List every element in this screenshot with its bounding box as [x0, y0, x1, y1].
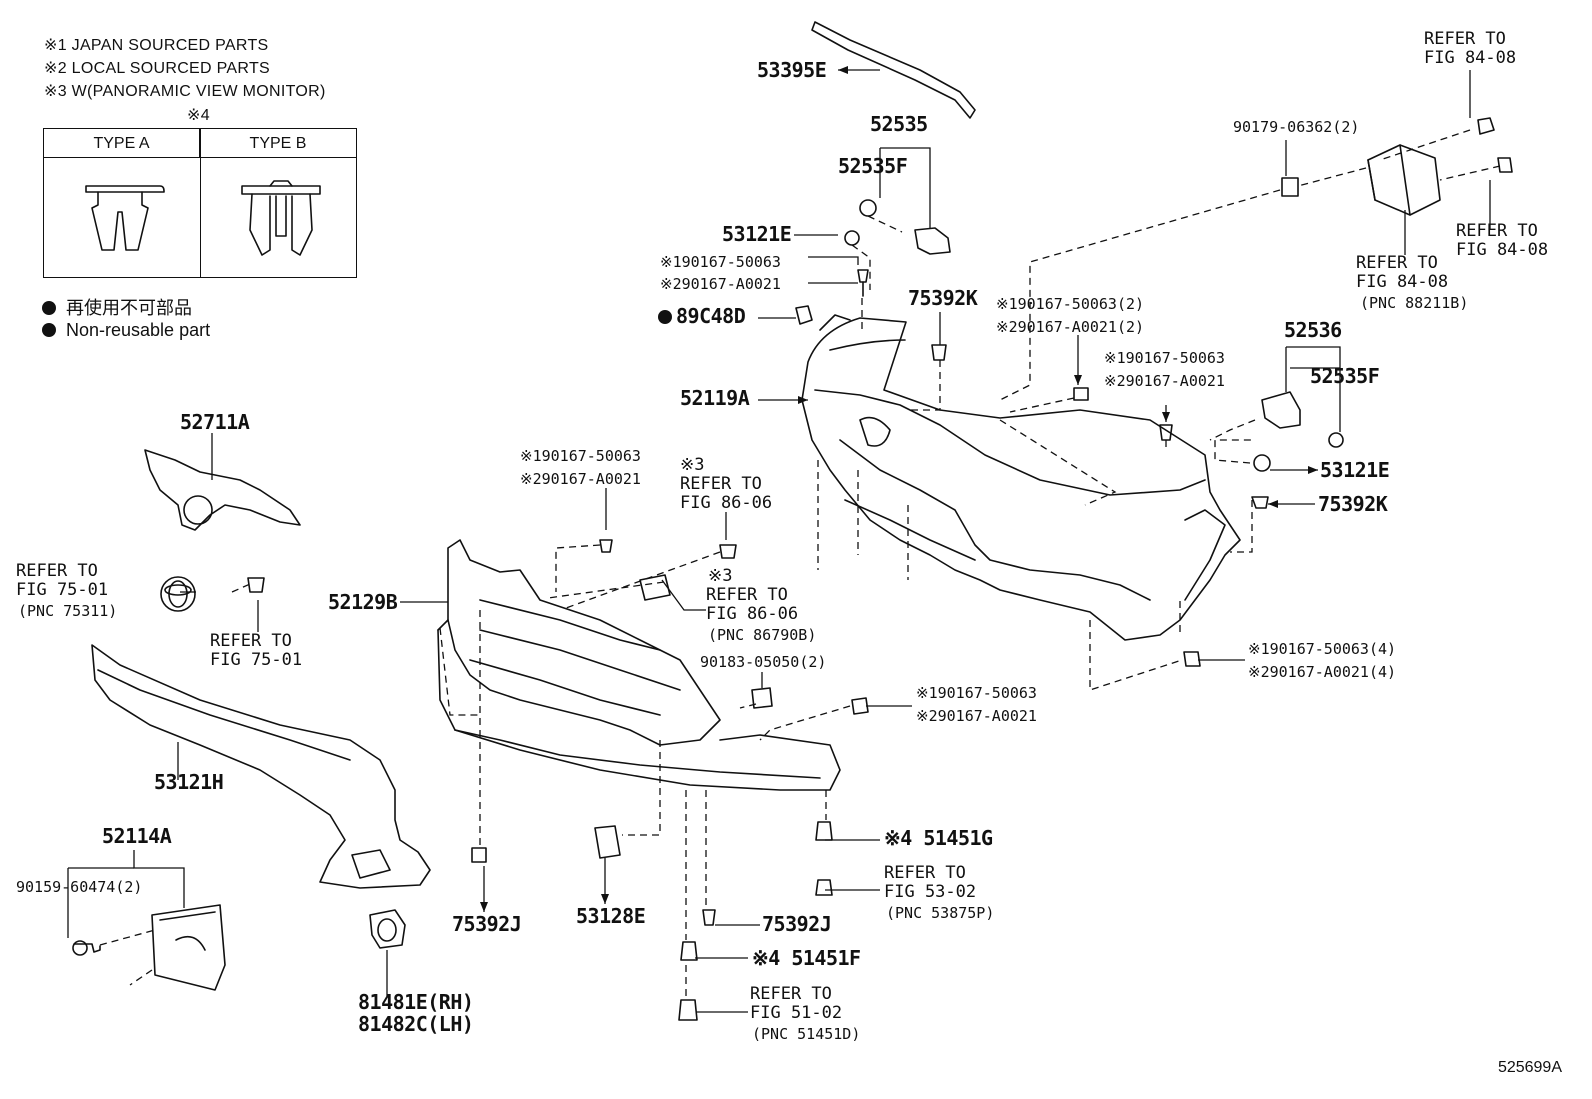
garnish-53121h-drawing — [91, 644, 431, 889]
label-81482c-lh: 81482C(LH) — [358, 1012, 474, 1036]
ref-fig-84-08-c-pnc: (PNC 88211B) — [1360, 294, 1469, 312]
bracket-52536-drawing — [1251, 391, 1344, 509]
ref-fig-53-02-pnc: (PNC 53875P) — [886, 904, 995, 922]
label-52119a: 52119A — [680, 386, 750, 410]
ref-fig-86-06-b-line1: REFER TO — [706, 585, 788, 605]
label-90167-a0021-c: ※290167-A0021 — [520, 470, 641, 488]
clip-type-b-drawing — [241, 180, 321, 256]
molding-53395e-drawing — [811, 21, 976, 119]
ref-fig-53-02-line1: REFER TO — [884, 863, 966, 883]
label-52536: 52536 — [1284, 318, 1342, 342]
label-52129b: 52129B — [328, 590, 398, 614]
ref-fig-84-08-a-line1: REFER TO — [1424, 29, 1506, 49]
label-90167-50063-4: ※190167-50063(4) — [1248, 640, 1397, 658]
arrow-heads — [480, 66, 1318, 912]
label-52535: 52535 — [870, 112, 928, 136]
ref-fig-84-08-c-line2: FIG 84-08 — [1356, 272, 1449, 292]
type-b-header: TYPE B — [200, 129, 356, 158]
ref-fig-75-01-a-pnc: (PNC 75311) — [18, 602, 118, 620]
clip-type-table: TYPE A TYPE B — [43, 128, 357, 278]
ref-fig-86-06-b-note: ※3 — [708, 566, 733, 586]
emblem-drawing — [160, 576, 265, 612]
label-51451f: ※4 51451F — [752, 946, 861, 970]
label-75392j-left: 75392J — [452, 912, 522, 936]
ref-fig-51-02-line2: FIG 51-02 — [750, 1003, 843, 1023]
ref-fig-75-01-b-line2: FIG 75-01 — [210, 650, 303, 670]
label-90167-a0021-2: ※290167-A0021(2) — [996, 318, 1145, 336]
ref-fig-75-01-a-line2: FIG 75-01 — [16, 580, 109, 600]
ref-fig-84-08-b-line2: FIG 84-08 — [1456, 240, 1549, 260]
ref-fig-86-06-a-line2: FIG 86-06 — [680, 493, 773, 513]
label-53121e-right: 53121E — [1320, 458, 1390, 482]
ref-fig-84-08-a-line2: FIG 84-08 — [1424, 48, 1517, 68]
label-89c48d-text: 89C48D — [676, 304, 746, 328]
fog-cover-drawing — [369, 909, 406, 949]
label-51451g: ※4 51451G — [884, 826, 993, 850]
note-japan-sourced: ※1 JAPAN SOURCED PARTS — [44, 37, 269, 54]
label-53121e-top: 53121E — [722, 222, 792, 246]
legend-jp-text: 再使用不可部品 — [66, 298, 192, 318]
non-reusable-bullet-icon — [658, 310, 672, 324]
bracket-52535-drawing — [844, 199, 951, 297]
ref-fig-86-06-b-line2: FIG 86-06 — [706, 604, 799, 624]
ref-fig-84-08-c-line1: REFER TO — [1356, 253, 1438, 273]
label-90167-50063-c: ※190167-50063 — [520, 447, 641, 465]
ref-fig-51-02-pnc: (PNC 51451D) — [752, 1025, 861, 1043]
label-90167-a0021-4: ※290167-A0021(4) — [1248, 663, 1397, 681]
label-75392k-right: 75392K — [1318, 492, 1388, 516]
label-90167-a0021-d: ※290167-A0021 — [916, 707, 1037, 725]
legend-en: Non-reusable part — [42, 320, 210, 341]
clip-type-a-drawing — [85, 185, 165, 251]
ref-fig-75-01-b-line1: REFER TO — [210, 631, 292, 651]
diagram-id: 525699A — [1497, 1059, 1562, 1076]
legend-jp: 再使用不可部品 — [42, 294, 192, 320]
note-local-sourced: ※2 LOCAL SOURCED PARTS — [44, 60, 270, 77]
sensor-bracket-drawing — [1281, 117, 1513, 216]
label-75392j-right: 75392J — [762, 912, 832, 936]
ref-fig-86-06-a-note: ※3 — [680, 455, 705, 475]
bullet-icon — [42, 323, 56, 337]
label-90167-a0021-a: ※290167-A0021 — [660, 275, 781, 293]
label-90167-50063-a: ※190167-50063 — [660, 253, 781, 271]
type-a-header: TYPE A — [44, 129, 200, 158]
label-53395e: 53395E — [757, 58, 827, 82]
label-90159-60474: 90159-60474(2) — [16, 878, 143, 896]
label-52535f-top: 52535F — [838, 154, 908, 178]
emblem-bracket-52711a-drawing — [144, 449, 301, 531]
bullet-icon — [42, 301, 56, 315]
table-divider — [200, 129, 201, 277]
label-89c48d: 89C48D — [658, 304, 746, 328]
ref-fig-84-08-b-line1: REFER TO — [1456, 221, 1538, 241]
dashed-guides — [99, 129, 1501, 998]
label-81481e-rh: 81481E(RH) — [358, 990, 474, 1014]
label-90183-05050: 90183-05050(2) — [700, 653, 827, 671]
license-bracket-52114a-drawing — [72, 904, 226, 991]
note-panoramic-view: ※3 W(PANORAMIC VIEW MONITOR) — [44, 83, 326, 100]
bumper-cover-52119a-drawing — [801, 314, 1241, 641]
legend-en-text: Non-reusable part — [66, 320, 211, 340]
note-4-marker: ※4 — [187, 107, 210, 124]
ref-fig-86-06-b-pnc: (PNC 86790B) — [708, 626, 817, 644]
ref-fig-51-02-line1: REFER TO — [750, 984, 832, 1004]
label-53121h: 53121H — [154, 770, 224, 794]
label-75392k-top: 75392K — [908, 286, 978, 310]
label-90167-50063-b: ※190167-50063 — [1104, 349, 1225, 367]
ref-fig-53-02-line2: FIG 53-02 — [884, 882, 977, 902]
label-52114a: 52114A — [102, 824, 172, 848]
label-52711a: 52711A — [180, 410, 250, 434]
label-53128e: 53128E — [576, 904, 646, 928]
ref-fig-75-01-a-line1: REFER TO — [16, 561, 98, 581]
label-90179-06362: 90179-06362(2) — [1233, 118, 1360, 136]
label-90167-a0021-b: ※290167-A0021 — [1104, 372, 1225, 390]
label-90167-50063-2: ※190167-50063(2) — [996, 295, 1145, 313]
label-52535f-right: 52535F — [1310, 364, 1380, 388]
ref-fig-86-06-a-line1: REFER TO — [680, 474, 762, 494]
label-90167-50063-d: ※190167-50063 — [916, 684, 1037, 702]
